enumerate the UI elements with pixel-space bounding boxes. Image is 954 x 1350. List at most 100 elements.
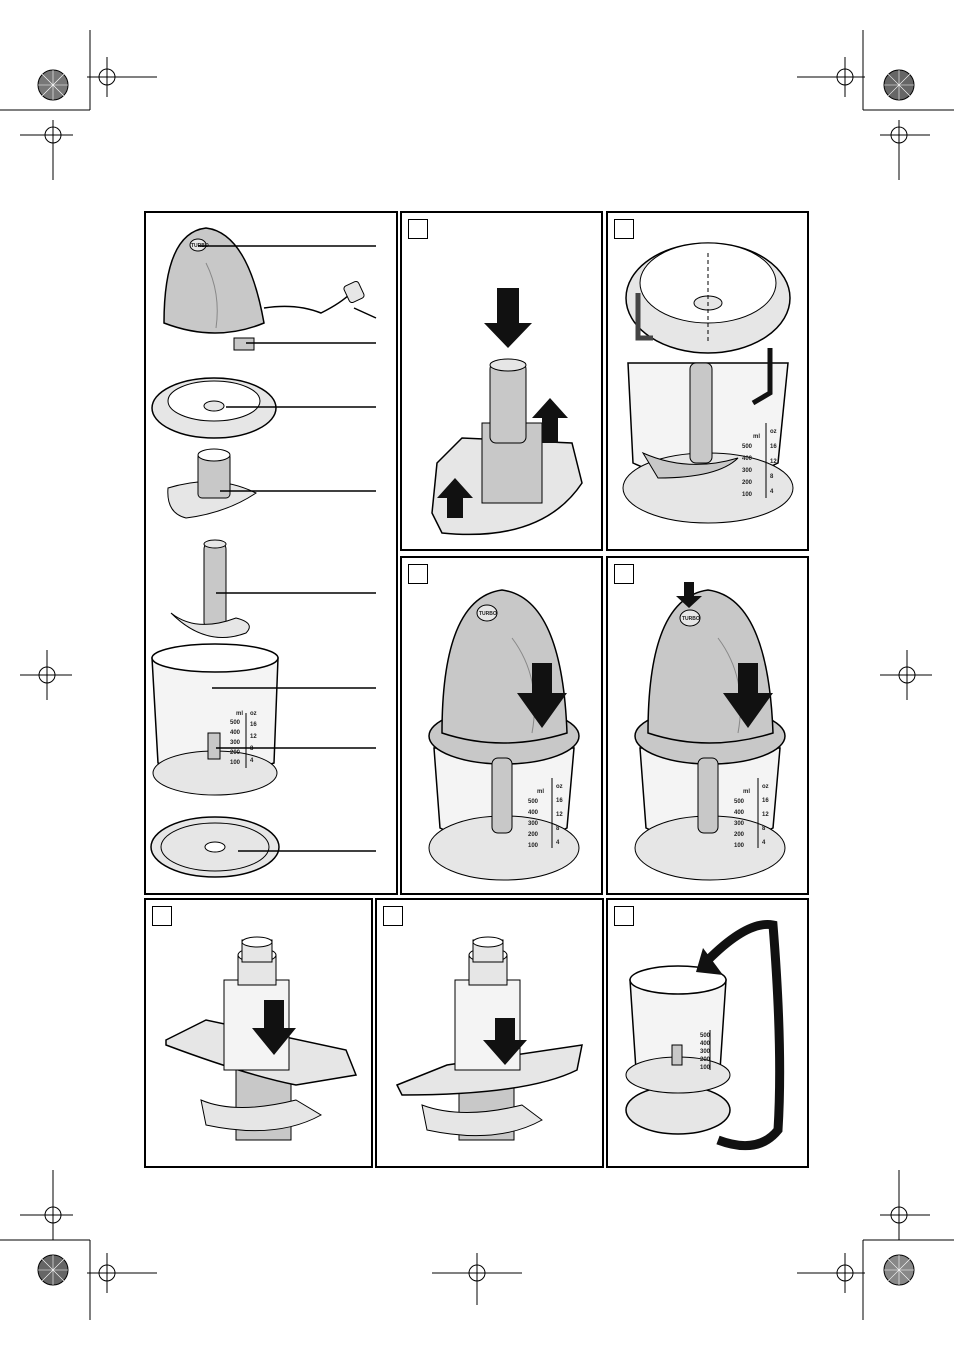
svg-text:300: 300 <box>700 1049 711 1055</box>
bowl-scale: 500 400 300 200 100 <box>700 1030 711 1071</box>
step-7-illustration: 500 400 300 200 100 <box>625 919 785 1151</box>
step-6-panel <box>375 898 604 1168</box>
bowl-scale: ml oz 500 400 300 200 100 16 12 8 4 <box>230 711 257 768</box>
scale-ml-200: 200 <box>230 750 241 756</box>
step-2-illustration: ml oz 500 400 300 200 100 16 12 8 4 <box>622 242 794 524</box>
svg-text:100: 100 <box>734 843 745 849</box>
scale-oz-16: 16 <box>250 722 257 728</box>
scale-ml-300: 300 <box>230 740 241 746</box>
step-number-box <box>152 906 172 926</box>
step-6-illustration <box>395 936 583 1141</box>
svg-text:200: 200 <box>734 832 745 838</box>
scale-oz-12: 12 <box>250 734 257 740</box>
svg-text:500: 500 <box>734 799 745 805</box>
svg-text:400: 400 <box>734 810 745 816</box>
step-4-panel: TURBO ml oz 500 400 300 200 100 16 12 8 … <box>606 556 809 895</box>
svg-text:16: 16 <box>770 444 777 450</box>
arrow-down-icon <box>483 1018 527 1065</box>
step-5-panel <box>144 898 373 1168</box>
bowl: ml oz 500 400 300 200 100 16 12 8 4 <box>151 643 279 796</box>
step-number-box <box>383 906 403 926</box>
arrow-down-icon <box>723 663 773 728</box>
step-1-illustration <box>431 288 583 536</box>
svg-text:400: 400 <box>700 1041 711 1047</box>
svg-text:4: 4 <box>762 840 766 846</box>
base-disc <box>150 816 280 878</box>
lid <box>151 377 277 439</box>
step-3-illustration: TURBO ml oz 500 400 300 200 100 16 12 8 … <box>428 589 580 881</box>
svg-text:ml: ml <box>537 789 544 795</box>
whisk-disc <box>167 448 257 519</box>
arrow-up-icon <box>437 478 473 518</box>
arrow-rotate-icon <box>635 293 653 341</box>
svg-text:200: 200 <box>742 480 753 486</box>
svg-text:200: 200 <box>700 1057 711 1063</box>
step-1-panel <box>400 211 603 551</box>
step-number-box <box>614 219 634 239</box>
step-4-illustration: TURBO ml oz 500 400 300 200 100 16 12 8 … <box>634 582 786 881</box>
starburst-targets <box>37 69 915 1286</box>
svg-text:500: 500 <box>528 799 539 805</box>
arrow-flip-icon <box>704 919 785 1151</box>
svg-text:400: 400 <box>742 456 753 462</box>
svg-text:4: 4 <box>556 840 560 846</box>
step-2-panel: ml oz 500 400 300 200 100 16 12 8 4 <box>606 211 809 551</box>
svg-text:oz: oz <box>762 784 769 790</box>
scale-ml-100: 100 <box>230 760 241 766</box>
svg-text:8: 8 <box>556 826 560 832</box>
svg-text:12: 12 <box>762 812 769 818</box>
svg-text:100: 100 <box>700 1065 711 1071</box>
svg-text:400: 400 <box>528 810 539 816</box>
bowl-scale: ml oz 500 400 300 200 100 16 12 8 4 <box>528 778 563 849</box>
svg-text:12: 12 <box>770 459 777 465</box>
step-number-box <box>614 906 634 926</box>
arrow-down-icon <box>252 1000 296 1055</box>
arrow-up-icon <box>532 398 568 443</box>
motor-unit: TURBO <box>163 227 365 351</box>
arrow-down-icon <box>484 288 532 348</box>
scale-oz-8: 8 <box>250 746 254 752</box>
arrow-rotate-icon <box>751 348 773 406</box>
svg-text:ml: ml <box>753 434 760 440</box>
svg-text:100: 100 <box>528 843 539 849</box>
arrow-down-icon <box>517 663 567 728</box>
svg-text:500: 500 <box>700 1033 711 1039</box>
parts-illustration: TURBO <box>150 227 377 878</box>
arrow-head-icon <box>696 948 723 975</box>
svg-text:16: 16 <box>556 798 563 804</box>
bowl-scale: ml oz 500 400 300 200 100 16 12 8 4 <box>742 423 777 498</box>
svg-text:300: 300 <box>528 821 539 827</box>
svg-text:oz: oz <box>770 429 777 435</box>
svg-text:8: 8 <box>762 826 766 832</box>
svg-text:300: 300 <box>734 821 745 827</box>
arrow-press-icon <box>676 582 702 608</box>
svg-text:200: 200 <box>528 832 539 838</box>
svg-text:16: 16 <box>762 798 769 804</box>
svg-text:4: 4 <box>770 489 774 495</box>
step-3-panel: TURBO ml oz 500 400 300 200 100 16 12 8 … <box>400 556 603 895</box>
svg-text:oz: oz <box>556 784 563 790</box>
svg-text:300: 300 <box>742 468 753 474</box>
scale-ml-500: 500 <box>230 720 241 726</box>
svg-text:500: 500 <box>742 444 753 450</box>
turbo-button-logo: TURBO <box>479 611 497 617</box>
scale-ml-400: 400 <box>230 730 241 736</box>
svg-text:8: 8 <box>770 474 774 480</box>
blade-shaft <box>170 539 250 638</box>
turbo-button-logo: TURBO <box>682 616 700 622</box>
svg-text:12: 12 <box>556 812 563 818</box>
bowl-scale: ml oz 500 400 300 200 100 16 12 8 4 <box>734 778 769 849</box>
step-number-box <box>408 564 428 584</box>
step-7-panel: 500 400 300 200 100 <box>606 898 809 1168</box>
scale-unit-ml: ml <box>236 711 243 717</box>
svg-text:100: 100 <box>742 492 753 498</box>
svg-text:ml: ml <box>743 789 750 795</box>
step-number-box <box>614 564 634 584</box>
parts-panel: TURBO <box>144 211 398 895</box>
scale-oz-4: 4 <box>250 758 254 764</box>
step-number-box <box>408 219 428 239</box>
scale-unit-oz: oz <box>250 711 257 717</box>
step-5-illustration <box>165 936 358 1141</box>
leader-lines <box>198 245 377 852</box>
